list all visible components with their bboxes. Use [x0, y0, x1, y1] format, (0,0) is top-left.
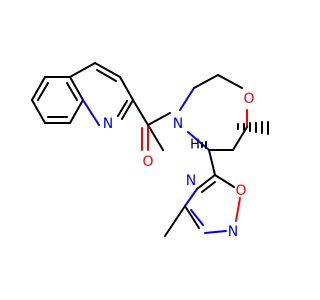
oxadiazole-ring: [184, 174, 241, 234]
stereo-hydrogen-hashed-bond: [201, 141, 207, 149]
oxadiazole-nitrogen-1-label: N: [228, 224, 238, 240]
carbonyl-oxygen-label: O: [142, 154, 153, 170]
stereo-hydrogen-label: H: [190, 138, 200, 153]
quinoline-nitrogen-label: N: [103, 116, 113, 132]
amide-linkage: [132, 99, 171, 151]
quinoline-benzo-ring: [31, 76, 84, 124]
oxadiazole-methyl-bond: [164, 205, 186, 237]
molecule-diagram: N O N O H: [31, 62, 269, 240]
morpholine-oxygen-label: O: [243, 91, 254, 107]
oxadiazole-nitrogen-2-label: N: [186, 173, 196, 189]
oxadiazole-oxygen-label: O: [235, 183, 246, 199]
stereo-methyl-hashed-bond: [237, 121, 269, 135]
quinoline-pyridine-ring: [69, 62, 134, 126]
structure-canvas: N O N O H: [31, 62, 269, 240]
morpholine-oxadiazole-bond: [208, 149, 216, 176]
morpholine-nitrogen-label: N: [173, 116, 183, 132]
